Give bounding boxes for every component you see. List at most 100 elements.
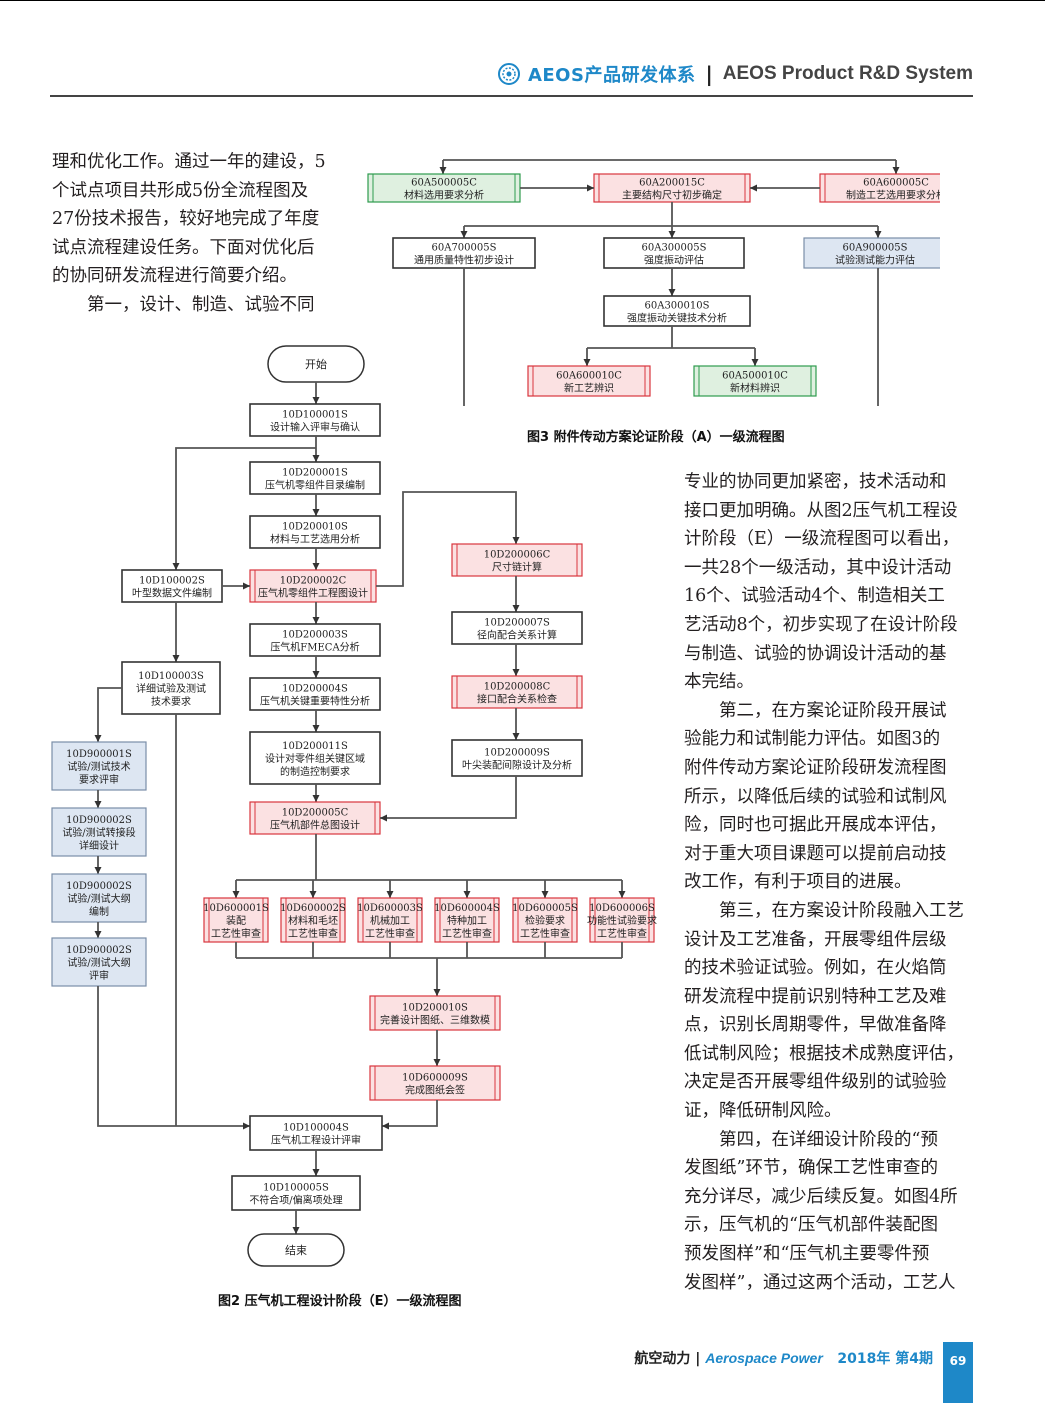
- activity-label: 工艺性审查: [520, 927, 570, 940]
- journal-name-cn: 航空动力: [634, 1351, 691, 1367]
- flow-box-frame: [357, 897, 423, 943]
- activity-label: 试验/测试大纲: [67, 956, 130, 969]
- arrowhead-icon: [312, 671, 320, 678]
- activity-label: 接口配合关系检查: [477, 693, 557, 706]
- text-line: 验能力和试制能力评估。如图3的: [684, 729, 941, 750]
- flow-box-frame: [121, 661, 221, 715]
- flow-box-frame: [451, 543, 583, 577]
- activity-label: 压气机关键重要特性分析: [260, 695, 370, 708]
- flow-box-frame: [203, 897, 269, 943]
- intro-text: 理和优化工作。通过一年的建设，5 个试点项目共形成5份全流程图及 27份技术报告…: [52, 148, 344, 320]
- activity-label: 通用质量特性初步设计: [414, 254, 514, 267]
- arrowhead-icon: [312, 509, 320, 516]
- arrowhead-icon: [382, 1122, 389, 1130]
- arrowhead-icon: [243, 582, 250, 590]
- text-line: 第二，在方案论证阶段开展试: [719, 700, 947, 721]
- text-line: 改工作，有利于项目的进展。: [684, 872, 912, 893]
- activity-label: 压气机零组件目录编制: [265, 479, 365, 492]
- arrowhead-icon: [583, 359, 591, 366]
- flow-box-frame: [434, 897, 500, 943]
- text-line: 险，同时也可据此开展成本评估，: [684, 815, 947, 836]
- flow-box-frame: [603, 295, 751, 327]
- activity-code: 10D900002S: [66, 881, 132, 892]
- arrowhead-icon: [292, 1227, 300, 1234]
- activity-code: 10D200001S: [282, 468, 348, 479]
- body-text: 专业的协同更加紧密，技术活动和 接口更加明确。从图2压气机工程设 计阶段（E）一…: [684, 468, 976, 1297]
- text-line: 附件传动方案论证阶段研发流程图: [684, 757, 947, 778]
- activity-code: 10D600003S: [357, 903, 423, 914]
- activity-code: 10D600005S: [512, 903, 578, 914]
- activity-label: 评审: [89, 969, 109, 982]
- text-line: 对于重大项目课题可以提前启动技: [684, 843, 947, 864]
- text-line: 发图样”，通过这两个活动，工艺人: [684, 1272, 956, 1293]
- text-line: 一共28个一级活动，其中设计活动: [684, 557, 952, 578]
- terminal-shape: [247, 1233, 345, 1267]
- flow-box-frame: [803, 237, 940, 269]
- arrowhead-icon: [892, 167, 900, 174]
- activity-label: 强度振动评估: [644, 254, 704, 267]
- activity-label: 径向配合关系计算: [477, 629, 557, 642]
- flow-box-frame: [51, 741, 147, 791]
- arrowhead-icon: [463, 891, 471, 898]
- arrowhead-icon: [433, 1059, 441, 1066]
- journal-name: 航空动力 | Aerospace Power 2018年 第4期: [634, 1348, 933, 1368]
- header-title-en: AEOS Product R&D System: [722, 63, 973, 84]
- arrowhead-icon: [668, 289, 676, 296]
- flow-box-frame: [819, 173, 940, 203]
- activity-label: 编制: [89, 905, 109, 918]
- text-line: 研发流程中提前识别特种工艺及难: [684, 986, 947, 1007]
- activity-label: 试验/测试转接段: [62, 826, 135, 839]
- activity-code: 60A300010S: [645, 301, 710, 312]
- activity-code: 10D200010S: [402, 1003, 468, 1014]
- journal-bar: |: [695, 1351, 701, 1367]
- page-number: 69: [943, 1342, 973, 1403]
- arrowhead-icon: [172, 563, 180, 570]
- text-line: 试点流程建设任务。下面对优化后: [52, 237, 315, 258]
- activity-label: 压气机零组件工程图设计: [258, 587, 368, 600]
- connector-line: [382, 1100, 438, 1127]
- arrowhead-icon: [309, 891, 317, 898]
- header-separator: |: [705, 62, 713, 86]
- activity-code: 10D100001S: [282, 410, 348, 421]
- text-line: 的协同研发流程进行简要介绍。: [52, 266, 297, 287]
- arrowhead-icon: [874, 231, 882, 238]
- flow-box-frame: [451, 739, 583, 777]
- activity-label: 检验要求: [525, 914, 565, 927]
- activity-code: 10D200004S: [282, 684, 348, 695]
- flow-box-frame: [51, 873, 147, 923]
- activity-code: 10D200008C: [484, 682, 551, 693]
- arrowhead-icon: [312, 725, 320, 732]
- text-line: 示，压气机的“压气机部件装配图: [684, 1215, 938, 1236]
- activity-label: 不符合项/偏离项处理: [249, 1194, 342, 1207]
- arrowhead-icon: [512, 537, 520, 544]
- activity-label: 叶型数据文件编制: [132, 587, 212, 600]
- flow-box-frame: [603, 237, 745, 269]
- text-line: 充分详尽，减少后续反复。如图4所: [684, 1186, 958, 1207]
- activity-code: 10D200002C: [280, 576, 347, 587]
- flow-box-frame: [693, 365, 817, 397]
- start-terminal: 开始: [267, 345, 365, 383]
- activity-label: 工艺性审查: [211, 927, 261, 940]
- flow-box-frame: [589, 897, 655, 943]
- flow-box-frame: [249, 515, 381, 549]
- text-line: 个试点项目共形成5份全流程图及: [52, 180, 309, 201]
- arrowhead-icon: [172, 655, 180, 662]
- arrowhead-icon: [312, 397, 320, 404]
- arrowhead-icon: [751, 359, 759, 366]
- arrowhead-icon: [243, 1122, 250, 1130]
